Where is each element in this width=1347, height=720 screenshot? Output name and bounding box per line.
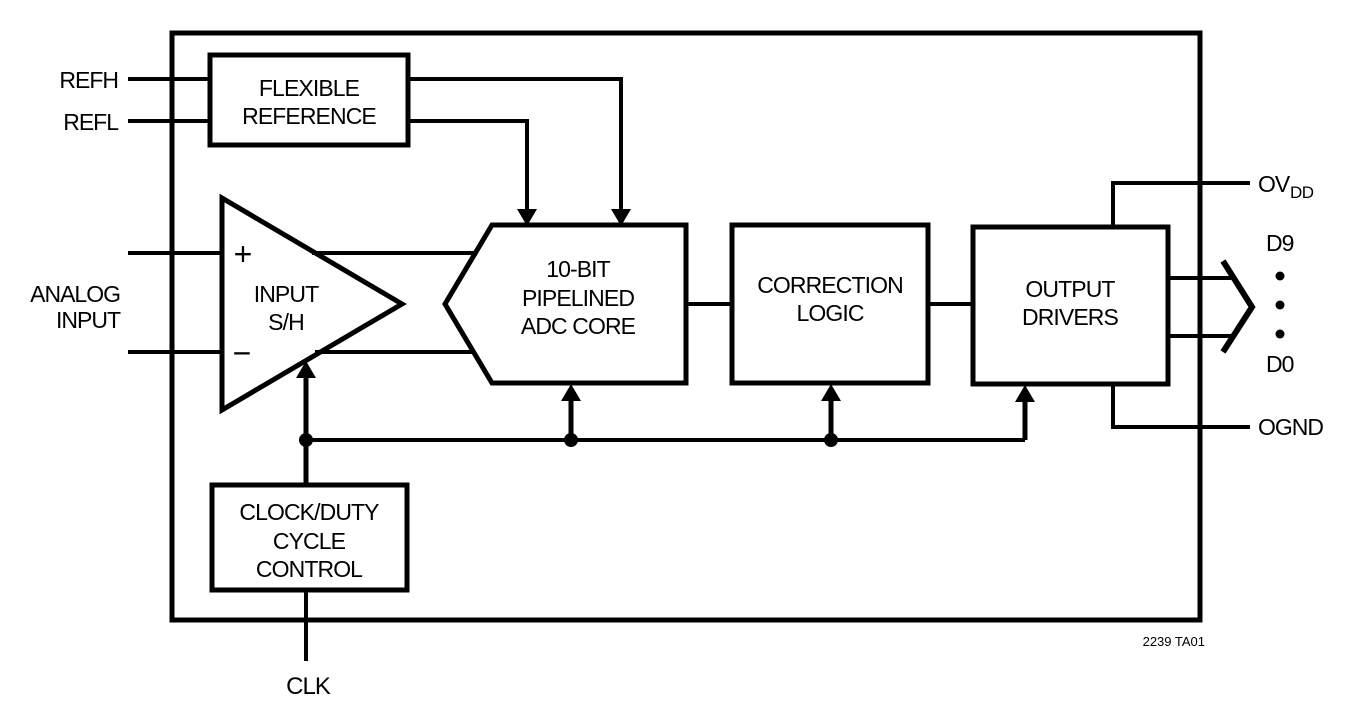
ellipsis-dot [1275, 271, 1285, 281]
clock-control-label-3: CONTROL [256, 556, 363, 582]
output-drivers-block: OUTPUT DRIVERS [970, 224, 1171, 387]
pin-label-ognd: OGND [1258, 414, 1323, 440]
flexible-reference-block: FLEXIBLE REFERENCE [207, 52, 411, 148]
clock-control-block: CLOCK/DUTY CYCLE CONTROL [209, 482, 410, 593]
refh-pin: REFH [59, 67, 210, 93]
ellipsis-dot [1275, 300, 1285, 310]
output-drivers-label-2: DRIVERS [1022, 304, 1119, 330]
arrowhead-down-icon [517, 209, 537, 226]
pin-label-refh: REFH [59, 67, 118, 93]
clock-control-label-2: CYCLE [273, 528, 346, 554]
adc-core-label-1: 10-BIT [546, 256, 610, 282]
pin-label-ovdd: OV [1258, 171, 1291, 197]
wire-ognd [1111, 384, 1250, 429]
correction-logic-label-2: LOGIC [796, 300, 863, 326]
adc-core-label-2: PIPELINED [522, 285, 634, 311]
flexible-reference-label-2: REFERENCE [242, 103, 376, 129]
figure-caption: 2239 TA01 [1143, 634, 1205, 649]
output-drivers-label-1: OUTPUT [1025, 276, 1115, 302]
ellipsis-dot [1275, 329, 1285, 339]
input-sh-label-2: S/H [268, 309, 304, 335]
output-drivers-box [970, 224, 1171, 387]
clk-pin: CLK [286, 590, 332, 700]
adc-core-label-3: ADC CORE [521, 313, 636, 339]
clock-control-box [209, 482, 410, 593]
plus-sign: + [234, 236, 253, 272]
pin-label-d9: D9 [1266, 230, 1294, 256]
arrowhead-down-icon [611, 209, 631, 226]
correction-logic-box [729, 222, 931, 386]
minus-sign: − [233, 335, 252, 371]
data-output-bus: D9 D0 [1168, 230, 1295, 377]
correction-logic-label-1: CORRECTION [757, 272, 903, 298]
input-sh-block: + − INPUT S/H [219, 193, 407, 415]
arrowhead-up-icon [296, 361, 316, 378]
pin-label-refl: REFL [63, 109, 119, 135]
ovdd-pin: OV DD [1111, 171, 1314, 227]
pin-label-clk: CLK [286, 673, 331, 700]
wire-ovdd [1111, 181, 1250, 227]
clock-control-label-1: CLOCK/DUTY [239, 499, 379, 525]
input-sh-label-1: INPUT [254, 281, 319, 307]
flexible-reference-label-1: FLEXIBLE [259, 75, 360, 101]
wire-ref-to-adc-inner [408, 119, 537, 226]
wire-ref-to-adc-1 [408, 77, 623, 211]
pin-label-d0: D0 [1266, 351, 1294, 377]
refl-pin: REFL [63, 109, 210, 135]
arrowhead-up-icon [1015, 385, 1035, 402]
pin-label-analog-line2: INPUT [56, 307, 121, 333]
pin-label-analog-line1: ANALOG [30, 281, 120, 307]
ognd-pin: OGND [1111, 384, 1324, 440]
pin-label-ovdd-subscript: DD [1290, 183, 1314, 202]
wire-ref-to-adc-2 [408, 119, 529, 211]
flexible-reference-box [207, 52, 411, 148]
clock-distribution-bus [296, 361, 1035, 485]
analog-input-pin: ANALOG INPUT [30, 251, 222, 354]
arrowhead-up-icon [821, 384, 841, 401]
adc-core-block: 10-BIT PIPELINED ADC CORE [442, 222, 689, 386]
wire-ref-to-adc-outer [408, 77, 631, 226]
arrowhead-up-icon [561, 384, 581, 401]
bus-arrow-right-icon [1220, 259, 1256, 354]
correction-logic-block: CORRECTION LOGIC [729, 222, 931, 386]
